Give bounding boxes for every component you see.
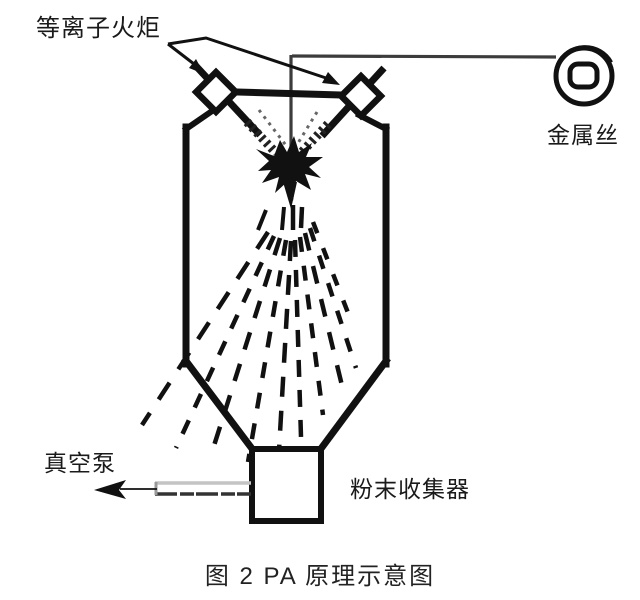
right-torch-body bbox=[336, 71, 386, 121]
plume-trunk bbox=[283, 182, 297, 209]
chamber-top-edge bbox=[233, 88, 346, 99]
collector-box bbox=[249, 446, 324, 524]
plasma-torch-left bbox=[191, 62, 290, 157]
leader-arrowhead-left-icon bbox=[189, 59, 204, 74]
left-torch-flame-edge bbox=[257, 109, 290, 149]
powder-collector-label: 粉末收集器 bbox=[350, 477, 470, 502]
left-torch-flame bbox=[243, 118, 280, 157]
chamber-left-shoulder bbox=[181, 104, 220, 134]
powder-spray bbox=[140, 221, 359, 469]
label-leader-lines bbox=[167, 36, 340, 85]
spool-outer-double-line bbox=[556, 45, 613, 65]
left-torch-body bbox=[191, 67, 241, 117]
funnel-right-wall bbox=[315, 356, 391, 455]
plume-starburst bbox=[256, 136, 323, 201]
leader-to-right-torch bbox=[167, 36, 333, 82]
spray-line bbox=[302, 232, 348, 399]
plume-drip-4 bbox=[298, 206, 305, 229]
spray-line bbox=[275, 240, 294, 469]
spray-line bbox=[310, 221, 353, 319]
atomization-chamber bbox=[181, 88, 391, 455]
wire-feed-line bbox=[289, 54, 557, 152]
funnel-left-wall bbox=[181, 356, 258, 455]
spray-line bbox=[245, 239, 289, 463]
plasma-torch-label: 等离子火炬 bbox=[36, 16, 161, 42]
wire-horizontal-line bbox=[291, 54, 557, 59]
spray-line bbox=[307, 227, 359, 369]
metal-wire-label: 金属丝 bbox=[547, 123, 619, 148]
plasma-plume bbox=[256, 136, 323, 231]
plume-drip-2 bbox=[280, 206, 286, 231]
spool-hub bbox=[567, 61, 600, 90]
figure-caption: 图 2 PA 原理示意图 bbox=[204, 563, 436, 590]
plume-drip-1 bbox=[256, 209, 268, 231]
spray-line bbox=[297, 236, 326, 416]
plasma-torch-right bbox=[293, 65, 387, 157]
leader-to-left-torch bbox=[167, 42, 195, 66]
spray-line bbox=[209, 237, 283, 453]
spray-line bbox=[292, 239, 304, 438]
arrowhead-left-icon bbox=[94, 480, 126, 499]
wire-spool bbox=[553, 45, 615, 107]
spray-line bbox=[173, 235, 277, 449]
spray-line bbox=[140, 230, 270, 427]
leader-arrowhead-right-icon bbox=[322, 72, 340, 85]
vacuum-pump-label: 真空泵 bbox=[44, 451, 116, 476]
vacuum-pipe bbox=[154, 481, 251, 496]
vacuum-arrow bbox=[94, 480, 157, 499]
